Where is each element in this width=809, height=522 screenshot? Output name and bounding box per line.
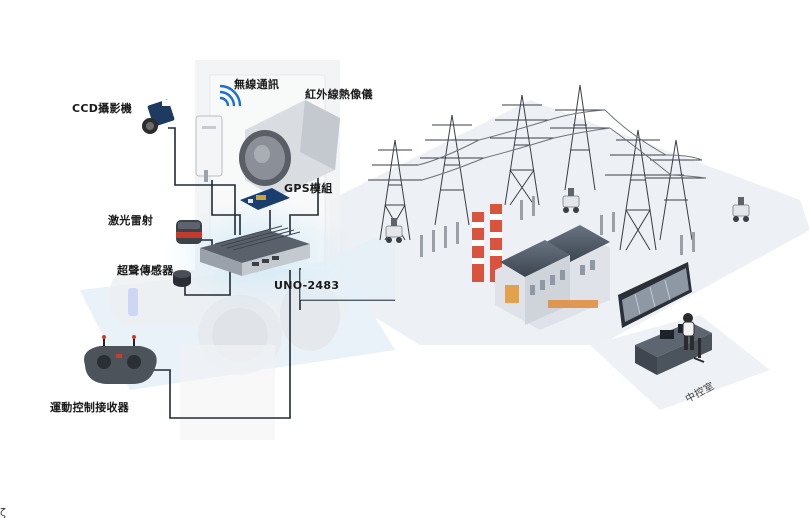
motion-controller-icon [84, 335, 157, 385]
tower-3 [490, 94, 554, 206]
substation-equipment [420, 196, 695, 257]
ccd-camera-icon [142, 99, 175, 134]
patrol-robot-3 [732, 197, 750, 222]
tower-4 [550, 84, 610, 191]
label-gps-module: GPS模組 [284, 182, 333, 195]
wireless-device-icon [195, 84, 242, 182]
uno-2483-computer-icon [200, 225, 310, 276]
label-thermal-camera: 紅外線熱像儀 [305, 88, 373, 101]
ultrasonic-sensor-icon [173, 270, 191, 287]
power-plant [472, 204, 610, 330]
lidar-icon [176, 220, 202, 244]
label-ultrasonic: 超聲傳感器 [117, 264, 174, 277]
label-wireless: 無線通訊 [234, 78, 280, 91]
gps-module-icon [240, 188, 290, 210]
tower-2 [420, 114, 484, 226]
label-computer-model: UNO-2483 [274, 279, 340, 292]
thermal-camera-icon [239, 100, 340, 198]
label-motion-receiver: 運動控制接收器 [50, 401, 130, 414]
tower-5 [605, 129, 671, 251]
control-room [618, 262, 712, 375]
corner-text-fragment: ζ [0, 506, 6, 519]
patrol-robot-1 [385, 218, 403, 243]
label-lidar: 激光雷射 [108, 214, 154, 227]
label-ccd-camera: CCD攝影機 [72, 102, 133, 115]
transmission-towers [368, 84, 707, 251]
patrol-robot-2 [562, 188, 580, 213]
wireless-link-beam [300, 230, 395, 300]
